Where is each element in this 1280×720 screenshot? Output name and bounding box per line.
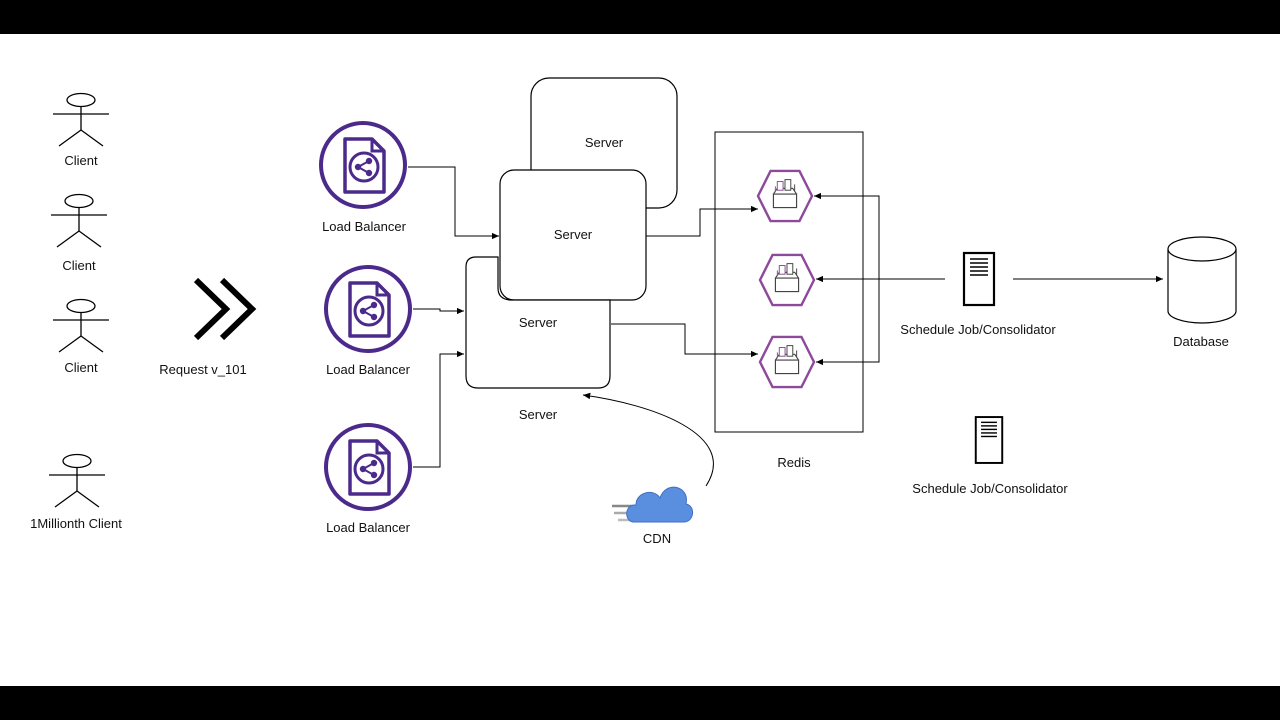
load-balancer-label-3: Load Balancer: [326, 520, 410, 535]
client-4-person-icon: [48, 453, 106, 508]
load-balancer-label-1: Load Balancer: [322, 219, 406, 234]
request-label: Request v_101: [159, 362, 247, 377]
server-box-3: [465, 256, 611, 389]
client-label-2: Client: [62, 258, 96, 273]
redis-node-2-icon: [758, 253, 816, 307]
client-1-person-icon: [52, 92, 110, 147]
scheduler-to-redis-3-arrow: [816, 278, 945, 366]
scheduler-1-server-tower-icon: [962, 251, 996, 307]
client-label-3: Client: [64, 360, 98, 375]
server-label-2: Server: [553, 227, 593, 242]
diagram-svg: [48, 77, 1237, 523]
scheduler-label-1: Schedule Job/Consolidator: [900, 322, 1056, 337]
cloud-icon: [612, 486, 693, 523]
redis-container: [714, 131, 864, 433]
scheduler-label-2: Schedule Job/Consolidator: [912, 481, 1068, 496]
server-to-redis-3-arrow: [611, 323, 758, 358]
lb1-to-server-arrow: [408, 166, 499, 240]
server-to-redis-1-arrow: [646, 205, 758, 237]
redis-label: Redis: [777, 455, 811, 470]
client-label-4: 1Millionth Client: [30, 516, 122, 531]
server-label-3: Server: [518, 315, 558, 330]
server-label-1: Server: [584, 135, 624, 150]
lb2-to-server-arrow: [413, 307, 464, 315]
client-label-1: Client: [64, 153, 98, 168]
diagram-canvas: Client Client Client 1Millionth Client R…: [0, 34, 1280, 686]
double-chevron-icon: [193, 277, 257, 341]
scheduler-to-redis-1-arrow: [814, 192, 945, 280]
cdn-label: CDN: [642, 531, 672, 546]
client-3-person-icon: [52, 298, 110, 353]
load-balancer-2-icon: [324, 265, 412, 353]
redis-node-1-icon: [756, 169, 814, 223]
load-balancer-3-icon: [324, 423, 412, 511]
database-cylinder-icon: [1167, 236, 1237, 324]
redis-node-3-icon: [758, 335, 816, 389]
load-balancer-label-2: Load Balancer: [326, 362, 410, 377]
cdn-to-server-arrow: [582, 392, 714, 487]
client-2-person-icon: [50, 193, 108, 248]
database-label: Database: [1173, 334, 1229, 349]
lb3-to-server-arrow: [413, 350, 464, 468]
load-balancer-1-icon: [319, 121, 407, 209]
server-label-4: Server: [518, 407, 558, 422]
scheduler-2-server-tower-icon: [974, 415, 1004, 465]
